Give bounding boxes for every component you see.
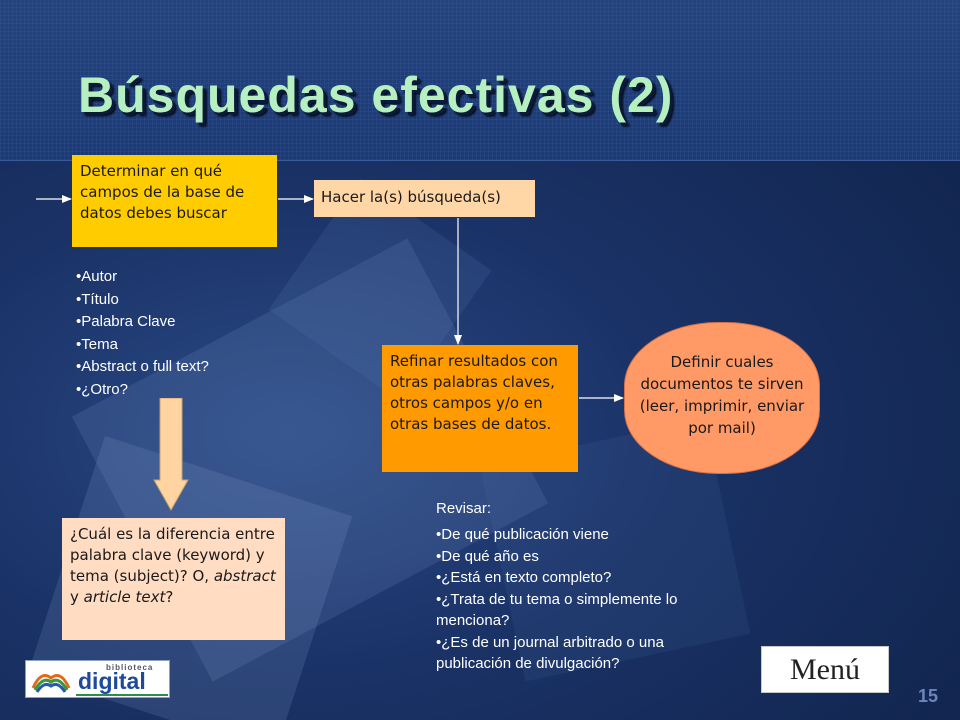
diferencia-text: y	[70, 588, 84, 606]
header-band	[0, 0, 960, 161]
list-item: Abstract o full text?	[76, 356, 209, 379]
list-item: Título	[76, 289, 209, 312]
list-item: Palabra Clave	[76, 311, 209, 334]
diferencia-text: ¿Cuál es la diferencia entre palabra cla…	[70, 525, 275, 585]
list-item: ¿Otro?	[76, 379, 209, 402]
list-item: ¿Trata de tu tema o simplemente lo menci…	[436, 589, 691, 632]
diferencia-em-article: article text	[83, 588, 166, 606]
box-hacer-busqueda: Hacer la(s) búsqueda(s)	[314, 180, 535, 217]
logo-underline	[76, 694, 168, 696]
page-number: 15	[918, 686, 939, 706]
list-item: ¿Está en texto completo?	[436, 567, 691, 589]
menu-button[interactable]: Menú	[761, 646, 889, 693]
review-heading: Revisar:	[436, 500, 492, 517]
list-item: Autor	[76, 266, 209, 289]
box-definir-documentos: Definir cuales documentos te sirven (lee…	[624, 322, 820, 474]
list-item: De qué año es	[436, 546, 691, 568]
fields-list: Autor Título Palabra Clave Tema Abstract…	[76, 266, 209, 401]
down-arrow-icon	[153, 398, 189, 512]
review-list: De qué publicación viene De qué año es ¿…	[436, 524, 691, 675]
slide-title: Búsquedas efectivas (2)	[78, 67, 674, 123]
box-determinar-campos: Determinar en qué campos de la base de d…	[72, 155, 277, 247]
diferencia-em-abstract: abstract	[213, 567, 276, 585]
box-refinar-resultados: Refinar resultados con otras palabras cl…	[382, 345, 578, 472]
box-diferencia-pregunta: ¿Cuál es la diferencia entre palabra cla…	[62, 518, 285, 640]
list-item: De qué publicación viene	[436, 524, 691, 546]
logo-main-text: digital	[78, 668, 146, 694]
list-item: ¿Es de un journal arbitrado o una public…	[436, 632, 691, 675]
logo-small-text: biblioteca	[106, 663, 154, 672]
biblioteca-digital-logo: biblioteca digital	[25, 660, 170, 698]
diferencia-text: ?	[165, 588, 174, 606]
list-item: Tema	[76, 334, 209, 357]
book-logo-icon	[31, 674, 71, 693]
